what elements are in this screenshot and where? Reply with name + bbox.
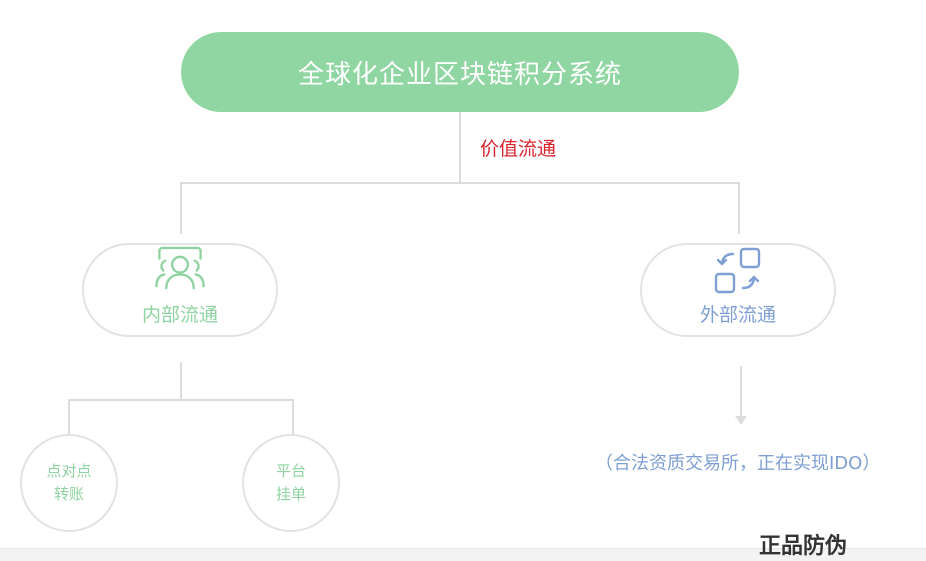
arrow-down-icon (735, 366, 747, 425)
edge-label-value-flow: 价值流通 (480, 138, 557, 160)
p2p-transfer-line2: 转账 (53, 485, 84, 503)
root-node: 全球化企业区块链积分系统 (181, 32, 739, 112)
external-flow-title: 外部流通 (699, 304, 776, 326)
connector-internal-down (180, 362, 182, 400)
connector-bottom-left (68, 399, 70, 435)
platform-listing-line1: 平台 (275, 462, 306, 480)
external-flow-node: 外部流通 (640, 243, 836, 337)
connector-right-down (738, 182, 740, 234)
p2p-transfer-node: 点对点 转账 (20, 434, 118, 532)
p2p-transfer-line1: 点对点 (46, 462, 92, 480)
users-group-icon (155, 246, 205, 290)
external-flow-note: （合法资质交易所，正在实现IDO） (595, 453, 881, 474)
exchange-icon (714, 247, 761, 294)
internal-flow-title: 内部流通 (141, 304, 218, 326)
connector-left-down (180, 182, 182, 234)
connector-horizontal-top (180, 182, 740, 184)
connector-bottom-right (292, 399, 294, 435)
connector-root-down (459, 112, 461, 183)
platform-listing-node: 平台 挂单 (242, 434, 340, 532)
root-title: 全球化企业区块链积分系统 (297, 59, 622, 90)
internal-flow-node: 内部流通 (82, 243, 278, 337)
authenticity-watermark: 正品防伪 (759, 533, 848, 559)
platform-listing-line2: 挂单 (275, 485, 306, 503)
connector-horizontal-bottom (68, 399, 294, 401)
bottom-strip (0, 548, 926, 561)
